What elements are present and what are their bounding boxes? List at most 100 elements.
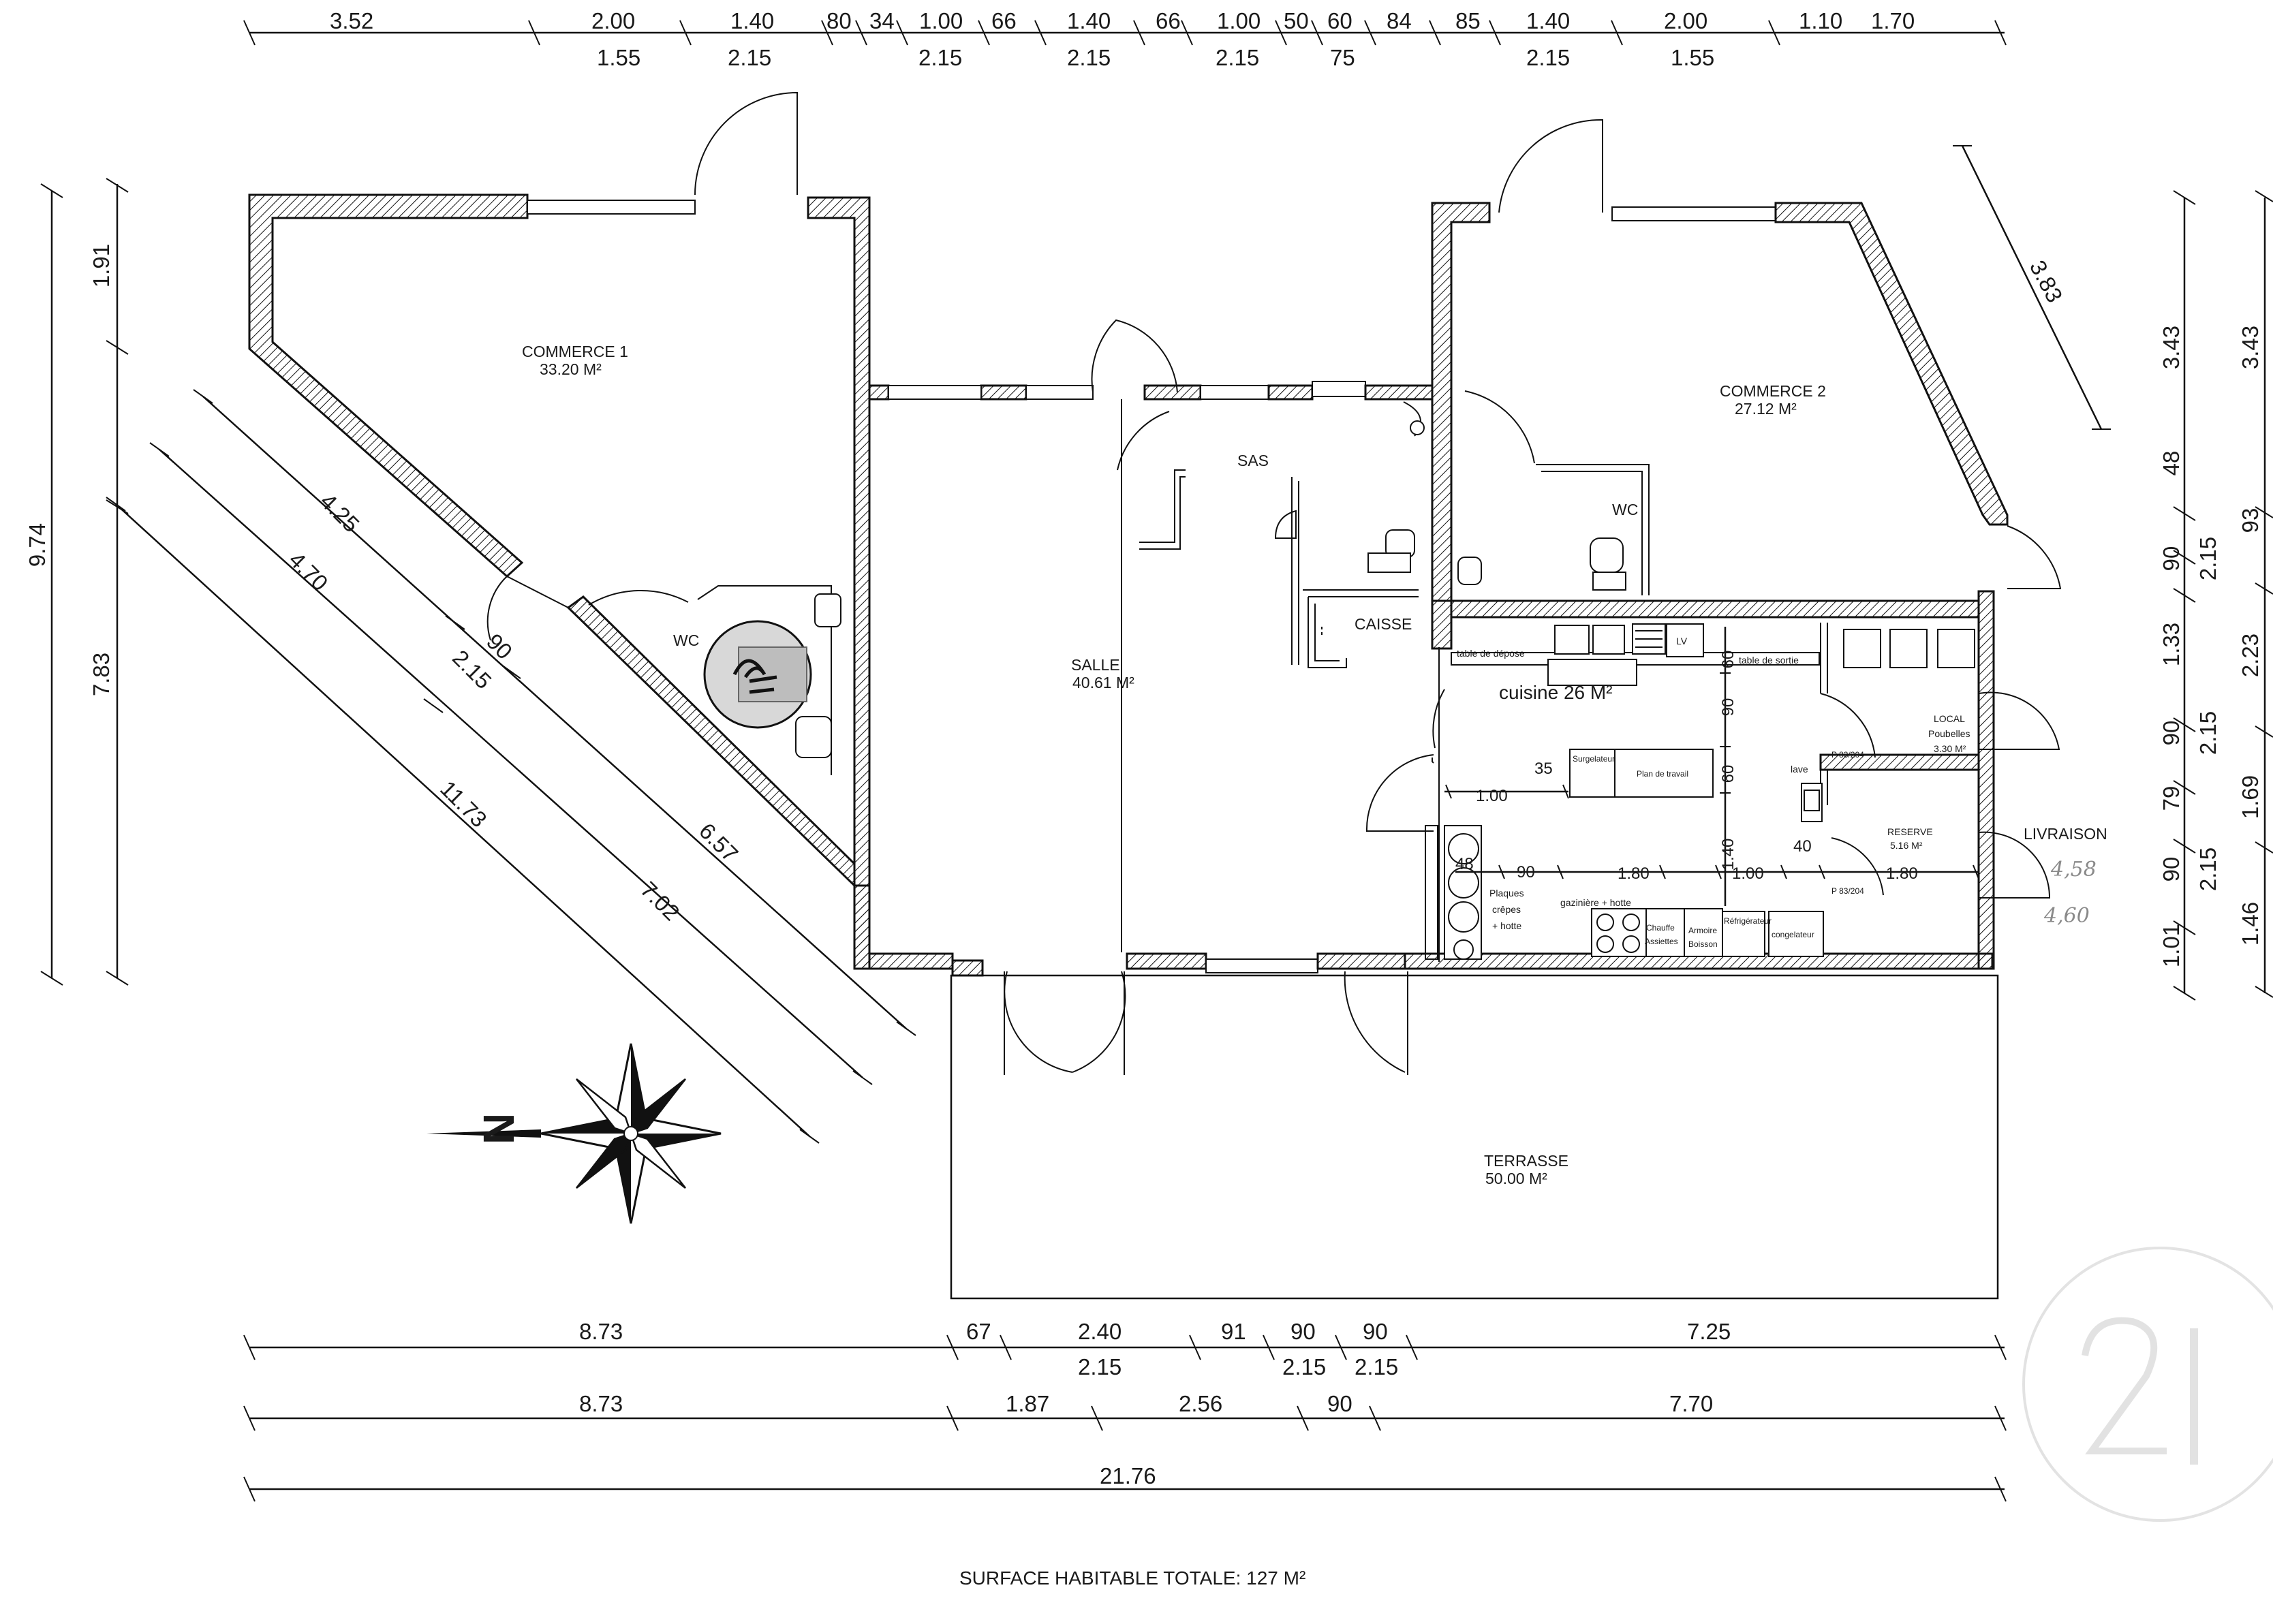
dim-right-inner-1: 3.43: [2159, 326, 2184, 369]
room-commerce-2: COMMERCE 2: [1720, 382, 1826, 400]
dim-right-inner-11: 1.01: [2159, 924, 2184, 967]
dim-left-1: 1.91: [89, 244, 114, 287]
dim-bottom1-7: 2.15: [1282, 1354, 1326, 1379]
label-table-depose: table de dépose: [1457, 648, 1525, 659]
dim-right-outer-3: 2.23: [2238, 634, 2263, 677]
compass-north-letter: N: [474, 1113, 523, 1144]
label-armoire-2: Boisson: [1688, 939, 1718, 949]
right-dimension-chain: 3.83 3.43 48 90 2.15 1.33 90 2.15 79 90 …: [1953, 145, 2273, 1001]
dim-right-outer-2: 93: [2238, 508, 2263, 533]
dim-top-lower-4: 2.15: [1067, 45, 1111, 70]
dim-diag-3: 90: [482, 629, 517, 664]
kitchen-walls: [1365, 590, 2060, 970]
label-plan-travail: Plan de travail: [1637, 769, 1688, 779]
room-livraison: LIVRAISON: [2024, 825, 2107, 843]
dim-diag-1: 4.25: [315, 488, 365, 537]
footer-surface: SURFACE HABITABLE TOTALE: 127 M²: [959, 1567, 1305, 1589]
dim-top-lower-2: 2.15: [728, 45, 771, 70]
dim-bottom1-8: 90: [1363, 1319, 1388, 1344]
dim-bottom2-4: 90: [1327, 1391, 1352, 1416]
compass-rose-icon: N: [427, 1043, 722, 1224]
dim-right-inner-10: 2.15: [2195, 847, 2221, 891]
dim-k-100a: 1.00: [1476, 787, 1508, 805]
dim-top-8: 1.40: [1067, 8, 1111, 33]
dim-top-16: 2.00: [1664, 8, 1707, 33]
dim-left-total: 9.74: [25, 523, 50, 567]
bottom-dimension-chain: 8.73 67 2.40 2.15 91 90 2.15 90 2.15 7.2…: [243, 1319, 2007, 1502]
dim-right-outer-4: 1.69: [2238, 775, 2263, 819]
room-terrasse: TERRASSE: [1484, 1152, 1568, 1170]
dim-bottom1-10: 7.25: [1687, 1319, 1731, 1344]
dim-top-9: 66: [1156, 8, 1181, 33]
label-chauffe-2: Assiettes: [1645, 937, 1678, 946]
diagonal-dimension-chain: 4.25 4.70 90 2.15 11.73 6.57 7.02: [106, 389, 916, 1144]
dim-right-outer-5: 1.46: [2238, 902, 2263, 946]
sink-icon: [814, 593, 841, 627]
label-plaques-2: crêpes: [1492, 904, 1521, 915]
dim-k-60a: 60: [1719, 651, 1737, 669]
dim-right-inner-6: 90: [2159, 721, 2184, 746]
dim-top-lower-8: 1.55: [1671, 45, 1714, 70]
label-p83-1: P 83/204: [1831, 750, 1864, 760]
label-lave: lave: [1791, 764, 1808, 775]
label-armoire-1: Armoire: [1688, 926, 1717, 935]
dim-right-inner-8: 79: [2159, 786, 2184, 811]
room-caisse: CAISSE: [1355, 615, 1412, 633]
dim-k-60b: 60: [1719, 765, 1737, 783]
dim-k-90b: 90: [1517, 863, 1535, 881]
dim-bottom2-2: 1.87: [1006, 1391, 1049, 1416]
room-reserve-area: 5.16 M²: [1890, 840, 1923, 851]
dim-top-3: 1.40: [730, 8, 774, 33]
dim-bottom1-6: 90: [1290, 1319, 1316, 1344]
dim-bottom-total: 21.76: [1100, 1463, 1156, 1488]
dim-top-14: 85: [1455, 8, 1481, 33]
dim-bottom1-1: 8.73: [579, 1319, 623, 1344]
label-plaques-1: Plaques: [1489, 888, 1524, 899]
dim-bottom1-4: 2.15: [1078, 1354, 1122, 1379]
dim-k-180b: 1.80: [1886, 864, 1918, 883]
dim-right-diag: 3.83: [2025, 256, 2068, 307]
room-commerce-1: COMMERCE 1: [522, 343, 628, 360]
dim-bottom1-9: 2.15: [1355, 1354, 1398, 1379]
bottom-walls: [853, 884, 1408, 1075]
room-local-area: 3.30 M²: [1934, 743, 1966, 754]
dim-top-4: 80: [826, 8, 852, 33]
dim-top-lower-1: 1.55: [597, 45, 640, 70]
room-wc-left: WC: [673, 631, 699, 649]
dim-top-lower-6: 75: [1330, 45, 1355, 70]
room-salle-area: 40.61 M²: [1072, 674, 1134, 691]
sink-icon: [1554, 625, 1590, 655]
room-terrasse-area: 50.00 M²: [1485, 1170, 1547, 1187]
watermark-21-icon: [2022, 1247, 2273, 1522]
dim-top-18: 1.70: [1871, 8, 1915, 33]
dim-k-35: 35: [1534, 760, 1553, 778]
dim-top-7: 66: [991, 8, 1017, 33]
label-lv: LV: [1676, 636, 1688, 646]
room-sas: SAS: [1237, 452, 1269, 469]
dim-diag-6: 6.57: [694, 818, 743, 867]
room-cuisine: cuisine 26 M²: [1499, 682, 1613, 703]
dim-top-12: 60: [1327, 8, 1352, 33]
dim-k-40: 40: [1793, 837, 1812, 856]
label-gaziniere: gazinière + hotte: [1560, 897, 1631, 908]
label-chauffe-1: Chauffe: [1646, 923, 1675, 933]
dim-right-inner-2: 48: [2159, 451, 2184, 476]
dim-right-inner-4: 2.15: [2195, 537, 2221, 580]
dim-top-lower-7: 2.15: [1526, 45, 1570, 70]
dim-right-inner-9: 90: [2159, 857, 2184, 882]
dim-top-6: 1.00: [919, 8, 963, 33]
dim-right-inner-3: 90: [2159, 546, 2184, 572]
label-p83-2: P 83/204: [1831, 886, 1864, 896]
dim-top-lower-5: 2.15: [1216, 45, 1259, 70]
dim-bottom1-5: 91: [1221, 1319, 1246, 1344]
room-salle: SALLE: [1071, 656, 1120, 674]
dim-bottom2-1: 8.73: [579, 1391, 623, 1416]
salle-walls: [868, 319, 1434, 401]
room-reserve: RESERVE: [1887, 826, 1933, 837]
dim-right-outer-1: 3.43: [2238, 326, 2263, 369]
dim-k-90: 90: [1719, 698, 1737, 717]
room-commerce-1-area: 33.20 M²: [540, 360, 602, 378]
wc-icon: [795, 716, 832, 758]
handwritten-note-1: 4,58: [2050, 858, 2097, 881]
